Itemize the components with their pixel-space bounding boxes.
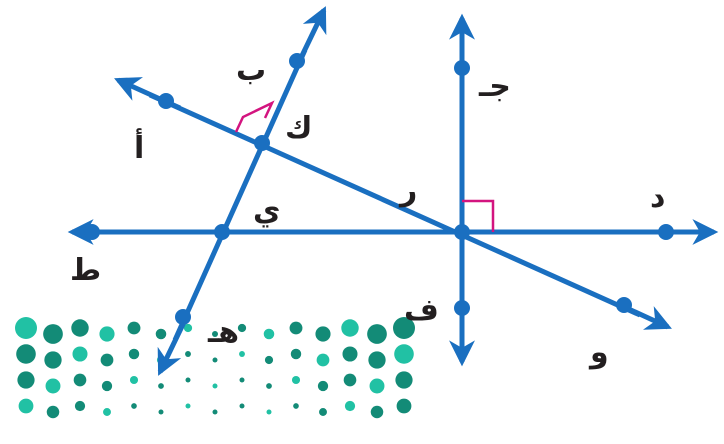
decorative-dot <box>128 348 140 360</box>
point-j <box>454 60 470 76</box>
decorative-dot <box>394 344 414 364</box>
line-steep-up <box>295 6 327 66</box>
decorative-dot <box>212 383 218 389</box>
decorative-dot <box>396 398 412 414</box>
decorative-dot-pattern <box>15 317 415 419</box>
point-a <box>158 93 174 109</box>
decorative-dot <box>155 328 167 340</box>
decorative-dot <box>16 344 36 364</box>
decorative-dot <box>45 378 61 394</box>
decorative-dot <box>317 380 329 392</box>
decorative-dot <box>185 403 191 409</box>
label-f: ف <box>404 293 439 328</box>
decorative-dot <box>71 319 89 337</box>
decorative-dot <box>183 323 193 333</box>
decorative-dot <box>129 375 139 385</box>
decorative-dot <box>131 403 137 409</box>
label-a: أ <box>134 128 144 166</box>
decorative-dot <box>212 409 218 415</box>
decorative-dot <box>100 353 114 367</box>
decorative-dot <box>263 328 275 340</box>
decorative-dot <box>17 371 35 389</box>
point-d <box>658 224 674 240</box>
decorative-dot <box>342 346 358 362</box>
point-k <box>254 135 270 151</box>
decorative-dot <box>239 377 245 383</box>
decorative-dot <box>368 351 386 369</box>
right-angle-mark-k <box>234 100 275 133</box>
point-labels: أ ب ك ي ط هـ جـ ر د ف و <box>70 53 665 370</box>
decorative-dot <box>367 324 387 344</box>
decorative-dot <box>103 408 111 416</box>
decorative-dot <box>319 408 327 416</box>
label-j: جـ <box>478 69 511 104</box>
decorative-dot <box>18 398 34 414</box>
decorative-dot <box>395 371 413 389</box>
right-angle-mark-r <box>462 199 495 232</box>
line-steep-core <box>172 48 308 342</box>
label-d: د <box>650 180 665 215</box>
decorative-dot <box>370 405 384 419</box>
decorative-dot <box>101 380 113 392</box>
decorative-dot <box>158 383 164 389</box>
points <box>84 53 674 325</box>
lines <box>67 6 719 376</box>
label-t: ط <box>70 253 101 288</box>
decorative-dot <box>289 321 303 335</box>
decorative-dot <box>266 383 272 389</box>
decorative-dot <box>237 323 247 333</box>
decorative-dot <box>44 351 62 369</box>
decorative-dot <box>46 405 60 419</box>
decorative-dot <box>341 319 359 337</box>
decorative-dot <box>15 317 37 339</box>
point-t <box>84 224 100 240</box>
decorative-dot <box>73 373 87 387</box>
decorative-dot <box>74 400 86 412</box>
decorative-dot <box>316 353 330 367</box>
label-b: ب <box>236 53 266 88</box>
decorative-dot <box>212 357 218 363</box>
decorative-dot <box>72 346 88 362</box>
decorative-dot <box>264 355 274 365</box>
decorative-dot <box>239 351 245 357</box>
decorative-dot <box>369 378 385 394</box>
point-r <box>454 224 470 240</box>
point-w <box>616 297 632 313</box>
decorative-dot <box>291 375 301 385</box>
point-b <box>289 53 305 69</box>
right-angle-marks <box>234 100 495 232</box>
label-w: و <box>588 335 609 370</box>
point-y <box>214 224 230 240</box>
decorative-dot <box>343 373 357 387</box>
label-r: ر <box>398 173 417 208</box>
label-h: هـ <box>207 315 239 350</box>
decorative-dot <box>99 326 115 342</box>
label-k: ك <box>285 111 313 146</box>
decorative-dot <box>293 403 299 409</box>
point-f <box>454 300 470 316</box>
decorative-dot <box>43 324 63 344</box>
decorative-dot <box>266 409 272 415</box>
line-steep-down <box>157 316 189 376</box>
decorative-dot <box>239 403 245 409</box>
decorative-dot <box>344 400 356 412</box>
decorative-dot <box>185 351 191 357</box>
decorative-dot <box>315 326 331 342</box>
decorative-dot <box>185 377 191 383</box>
decorative-dot <box>393 317 415 339</box>
point-h <box>175 309 191 325</box>
line-diagonal-core <box>148 92 642 318</box>
decorative-dot <box>212 331 218 337</box>
decorative-dot <box>127 321 141 335</box>
decorative-dot <box>290 348 302 360</box>
label-y: ي <box>253 193 281 228</box>
decorative-dot <box>158 409 164 415</box>
